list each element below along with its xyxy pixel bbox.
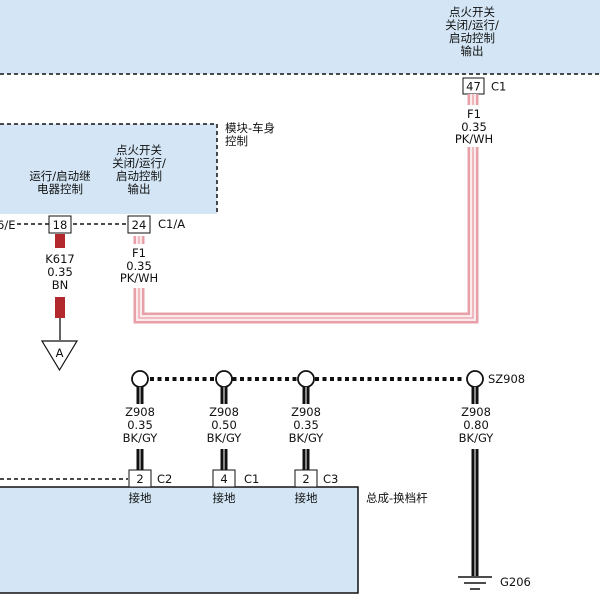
ground-wire-4-label: Z908 0.80 BK/GY bbox=[459, 405, 495, 445]
shifter-pins: 2 C2 接地 4 C1 接地 2 C3 接地 bbox=[128, 469, 338, 505]
shifter-pin-1: 2 bbox=[136, 472, 143, 486]
bcm-right-function-line-3: 启动控制 bbox=[116, 169, 162, 183]
f1-top-color: PK/WH bbox=[455, 132, 493, 146]
shifter-pin-2: 4 bbox=[220, 472, 227, 486]
bcm-name-line-1: 模块-车身 bbox=[225, 121, 275, 135]
f1-wire[interactable] bbox=[133, 94, 479, 324]
shifter-pin-1-connector: C2 bbox=[157, 472, 172, 486]
bcm-border bbox=[0, 123, 218, 214]
ground-wire-2-circuit: Z908 bbox=[209, 405, 239, 419]
bcm-pin-left: 18 bbox=[53, 218, 68, 232]
shifter-box bbox=[0, 487, 358, 593]
ground-wire-2-label: Z908 0.50 BK/GY bbox=[207, 405, 243, 445]
reference-arrow-label: A bbox=[56, 346, 64, 360]
ground-wire-1-label: Z908 0.35 BK/GY bbox=[123, 405, 159, 445]
ground-wire-2-color: BK/GY bbox=[207, 431, 243, 445]
f1-top-label: F1 0.35 PK/WH bbox=[455, 107, 493, 146]
bcm-right-function-line-1: 点火开关 bbox=[116, 143, 162, 157]
bcm-name: 模块-车身 控制 bbox=[225, 121, 275, 148]
splice-node-1[interactable] bbox=[131, 370, 149, 388]
splice-node-3[interactable] bbox=[297, 370, 315, 388]
shifter-name: 总成-换档杆 bbox=[366, 491, 428, 505]
reference-arrow[interactable] bbox=[40, 340, 79, 372]
k617-gauge: 0.35 bbox=[47, 265, 73, 279]
ground-wire-3-gauge: 0.35 bbox=[293, 418, 319, 432]
bcm-pin-right: 24 bbox=[132, 218, 147, 232]
shifter-pin-3-function: 接地 bbox=[295, 491, 318, 505]
bcm-pin-left-box[interactable] bbox=[48, 215, 72, 234]
bcm-box bbox=[0, 124, 217, 214]
bcm-connector: C1/A bbox=[158, 217, 185, 231]
ground-wire-3-circuit: Z908 bbox=[291, 405, 321, 419]
bcm-left-function: 运行/启动继 电器控制 bbox=[29, 169, 90, 196]
k617-color: BN bbox=[52, 278, 69, 292]
ground-name: G206 bbox=[500, 575, 531, 589]
k617-circuit: K617 bbox=[45, 252, 75, 266]
shifter-pin-2-function: 接地 bbox=[213, 491, 236, 505]
k617-wire[interactable] bbox=[55, 234, 65, 340]
f1-bcm-circuit: F1 bbox=[132, 246, 146, 260]
shifter-pin-1-box[interactable] bbox=[128, 469, 152, 488]
shifter-pin-3-connector: C3 bbox=[323, 472, 338, 486]
f1-top-circuit: F1 bbox=[467, 107, 481, 121]
f1-bcm-label: F1 0.35 PK/WH bbox=[120, 246, 158, 285]
ground-wire-1-color: BK/GY bbox=[123, 431, 159, 445]
top-module-connector: C1 bbox=[491, 80, 506, 94]
bcm-right-function-line-4: 输出 bbox=[128, 182, 151, 196]
bcm-name-line-2: 控制 bbox=[225, 134, 248, 148]
ground-wire-3-color: BK/GY bbox=[289, 431, 325, 445]
bcm-left-edge-label: 6/E bbox=[0, 218, 15, 232]
shifter-border bbox=[0, 486, 359, 594]
ground-symbol[interactable] bbox=[458, 576, 492, 590]
shifter-pin-2-connector: C1 bbox=[244, 472, 259, 486]
shifter-pin-2-box[interactable] bbox=[212, 469, 236, 488]
ground-wire-thin-cores bbox=[139, 387, 476, 576]
splice-node-4[interactable] bbox=[466, 370, 484, 388]
top-module-function-line-4: 输出 bbox=[461, 44, 484, 58]
splice-node-2[interactable] bbox=[215, 370, 233, 388]
top-module-function-text: 点火开关 关闭/运行/ 启动控制 输出 bbox=[445, 5, 499, 58]
bcm-right-function: 点火开关 关闭/运行/ 启动控制 输出 bbox=[112, 143, 166, 196]
ground-wire-1-circuit: Z908 bbox=[125, 405, 155, 419]
f1-bcm-color: PK/WH bbox=[120, 271, 158, 285]
k617-label: K617 0.35 BN bbox=[45, 252, 75, 292]
f1-bcm-gauge: 0.35 bbox=[126, 259, 152, 273]
top-module-box bbox=[0, 0, 600, 74]
ground-wire-2-gauge: 0.50 bbox=[211, 418, 237, 432]
top-module-pin: 47 bbox=[466, 80, 481, 94]
bcm-right-function-line-2: 关闭/运行/ bbox=[112, 156, 166, 170]
ground-wire-1-gauge: 0.35 bbox=[127, 418, 153, 432]
bcm-left-function-line-1: 运行/启动继 bbox=[29, 169, 90, 183]
splice-name: SZ908 bbox=[488, 372, 525, 386]
shifter-pin-3: 2 bbox=[302, 472, 309, 486]
bcm-left-function-line-2: 电器控制 bbox=[37, 182, 83, 196]
top-module-function-line-3: 启动控制 bbox=[449, 31, 495, 45]
ground-wire-4-gauge: 0.80 bbox=[463, 418, 489, 432]
ground-wire-4-circuit: Z908 bbox=[461, 405, 491, 419]
ground-wire-3-label: Z908 0.35 BK/GY bbox=[289, 405, 325, 445]
shifter-pin-1-function: 接地 bbox=[129, 491, 152, 505]
ground-wire-4-color: BK/GY bbox=[459, 431, 495, 445]
shifter-pin-3-box[interactable] bbox=[294, 469, 318, 488]
top-module-function-line-2: 关闭/运行/ bbox=[445, 18, 499, 32]
top-module-function-line-1: 点火开关 bbox=[449, 5, 495, 19]
f1-top-gauge: 0.35 bbox=[461, 120, 487, 134]
bcm-pin-right-box[interactable] bbox=[127, 215, 151, 234]
